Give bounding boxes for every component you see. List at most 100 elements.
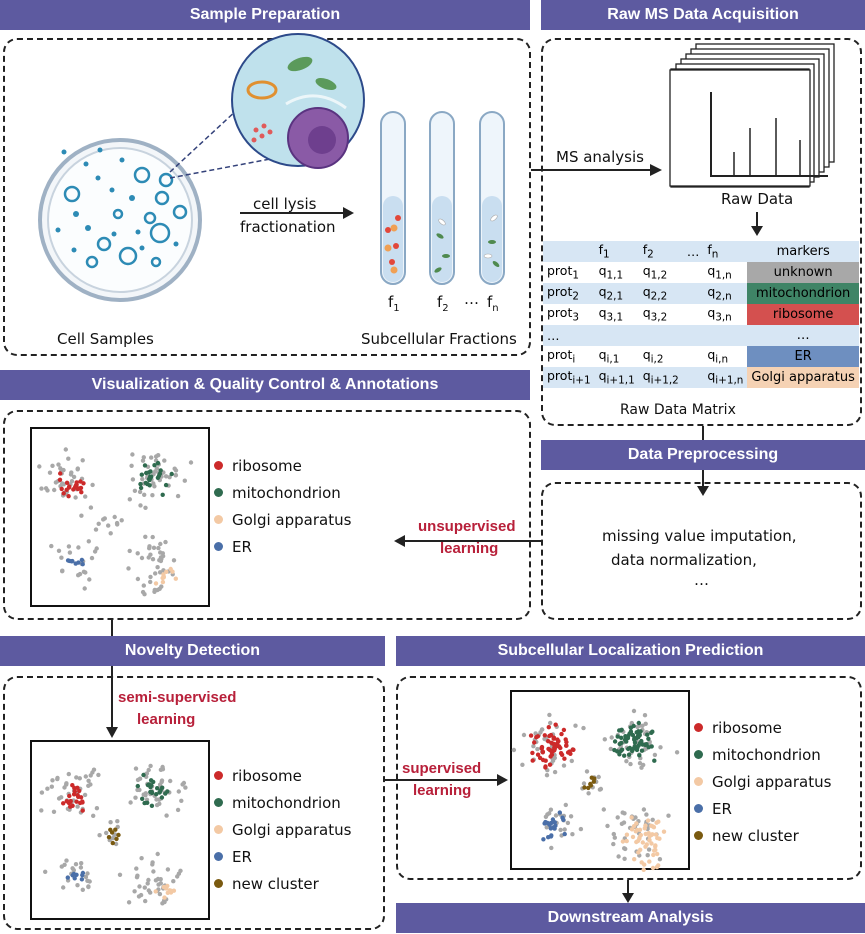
- ribosome-point: [80, 808, 85, 813]
- ribosome-point: [540, 750, 545, 755]
- unknown-point: [552, 769, 558, 775]
- mitochondrion-point: [142, 463, 148, 468]
- golgi-dot-icon: [694, 777, 703, 786]
- ribosome-dot-icon: [214, 461, 223, 470]
- unknown-point: [562, 827, 567, 832]
- golgi-point: [161, 572, 166, 577]
- cell-samples-label: Cell Samples: [57, 330, 154, 348]
- ribosome-dot-icon: [694, 723, 703, 732]
- golgi-point: [643, 831, 648, 837]
- unknown-point: [66, 456, 71, 461]
- er-point: [80, 870, 86, 876]
- unknown-point: [129, 463, 134, 468]
- golgi-point: [653, 832, 659, 837]
- unknown-point: [666, 813, 671, 818]
- mitochondrion-point: [623, 734, 628, 739]
- unknown-point: [135, 777, 141, 783]
- mitochondrion-point: [631, 746, 636, 751]
- ribosome-point: [549, 752, 555, 757]
- er-point: [65, 875, 70, 880]
- mitochondrion-point: [149, 783, 154, 788]
- unknown-point: [141, 583, 146, 588]
- header-raw-ms-acquisition: Raw MS Data Acquisition: [541, 0, 865, 30]
- unknown-point: [133, 766, 139, 771]
- mitochondrion-point: [631, 723, 636, 729]
- unknown-point: [581, 725, 586, 731]
- unknown-point: [56, 796, 62, 801]
- mitochondrion-point: [148, 469, 153, 474]
- legend-item: mitochondrion: [214, 479, 351, 506]
- unknown-point: [60, 569, 65, 574]
- unknown-point: [158, 541, 163, 547]
- unknown-point: [148, 890, 153, 895]
- unknown-point: [549, 845, 554, 851]
- visualization-panel: [3, 410, 531, 620]
- visualization-legend: ribosome mitochondrion Golgi apparatus E…: [214, 452, 351, 560]
- ribosome-point: [67, 484, 72, 489]
- mitochondrion-point: [619, 735, 624, 740]
- unknown-point: [611, 831, 616, 837]
- unknown-point: [158, 877, 163, 882]
- golgi-point: [653, 844, 658, 849]
- ribosome-point: [542, 733, 547, 738]
- ribosome-point: [546, 746, 551, 752]
- unknown-point: [623, 846, 628, 852]
- unknown-point: [76, 545, 81, 550]
- mitochondrion-point: [159, 795, 165, 800]
- unknown-point: [163, 474, 169, 479]
- raw-ms-panel: [541, 38, 862, 426]
- golgi-point: [634, 821, 639, 826]
- unknown-point: [156, 882, 161, 887]
- unknown-point: [635, 724, 640, 730]
- spectrum-icon: [669, 69, 811, 187]
- golgi-point: [647, 838, 652, 843]
- golgi-point: [642, 826, 647, 831]
- unknown-point: [558, 827, 563, 833]
- new-cluster-point: [114, 836, 119, 842]
- golgi-point: [655, 851, 660, 857]
- unknown-point: [86, 783, 91, 788]
- header-visualization: Visualization & Quality Control & Annota…: [0, 370, 530, 400]
- unknown-point: [135, 576, 141, 582]
- supervised-label-2: learning: [413, 782, 472, 799]
- ribosome-point: [75, 793, 80, 798]
- unknown-point: [75, 883, 80, 888]
- unknown-point: [151, 545, 157, 550]
- mitochondrion-point: [160, 492, 165, 497]
- golgi-point: [634, 839, 639, 845]
- unknown-point: [624, 759, 629, 764]
- mitochondrion-point: [154, 792, 159, 797]
- unknown-point: [127, 497, 132, 502]
- new-cluster-point: [106, 835, 112, 840]
- unknown-point: [569, 758, 574, 764]
- legend-item: new cluster: [694, 822, 831, 849]
- golgi-dot-icon: [214, 515, 223, 524]
- unknown-point: [159, 779, 164, 785]
- unknown-point: [149, 455, 154, 460]
- unknown-point: [60, 481, 65, 486]
- ribosome-point: [547, 733, 552, 739]
- prediction-legend: ribosome mitochondrion Golgi apparatus E…: [694, 714, 831, 849]
- ribosome-point: [80, 799, 85, 804]
- mitochondrion-point: [145, 800, 150, 805]
- golgi-point: [637, 836, 642, 841]
- er-point: [560, 815, 565, 820]
- unknown-point: [641, 807, 647, 812]
- unknown-point: [175, 493, 181, 499]
- header-subcellular-prediction: Subcellular Localization Prediction: [396, 636, 865, 666]
- golgi-point: [153, 581, 159, 586]
- unknown-point: [570, 832, 575, 837]
- mitochondrion-point: [637, 753, 642, 758]
- matrix-header-row: f1 f2 … fn markers: [543, 241, 859, 262]
- mitochondrion-point: [628, 729, 633, 735]
- unknown-point: [162, 458, 167, 463]
- golgi-point: [640, 840, 645, 845]
- sample-illustration: [38, 33, 505, 302]
- er-point: [80, 562, 85, 567]
- unknown-point: [108, 820, 113, 825]
- unknown-point: [87, 879, 92, 884]
- er-point: [557, 810, 562, 815]
- ribosome-point: [563, 737, 568, 742]
- subcellular-fractions-label: Subcellular Fractions: [361, 330, 517, 348]
- unknown-point: [650, 817, 655, 822]
